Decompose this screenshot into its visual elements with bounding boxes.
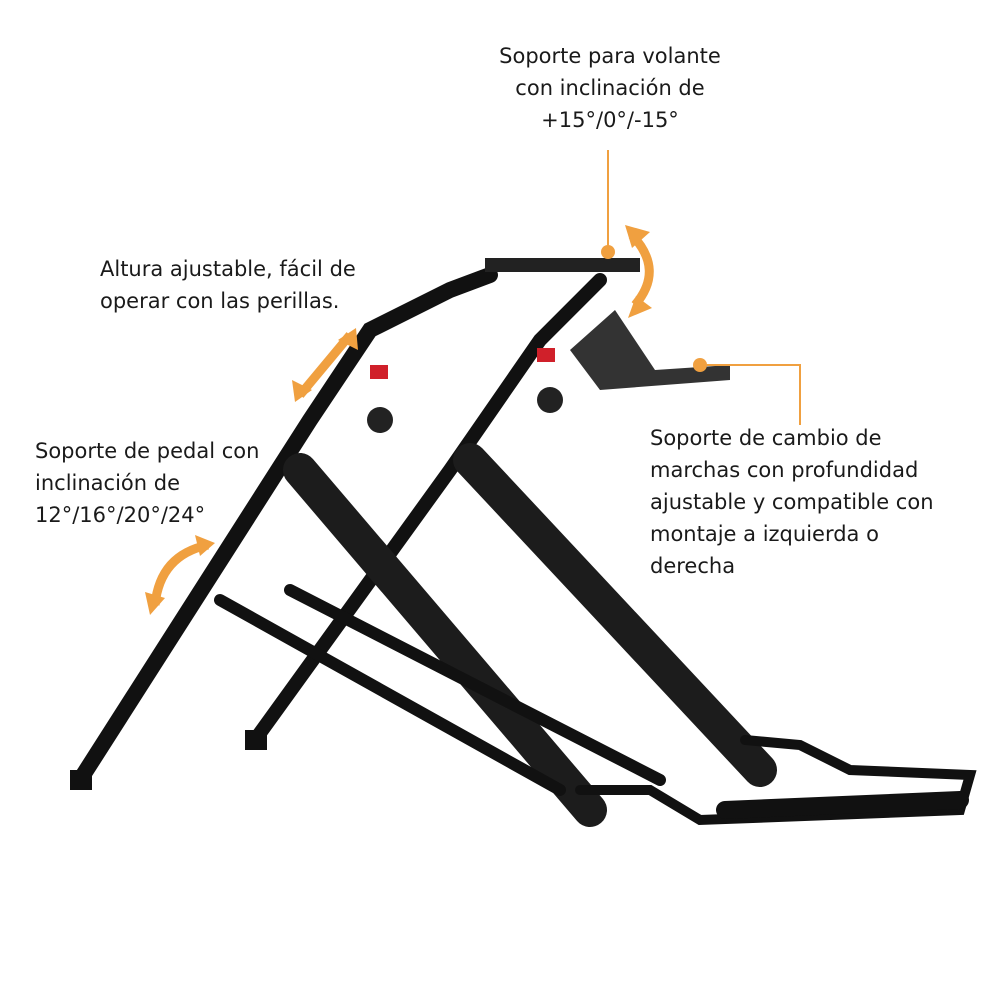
left-brace (283, 453, 607, 827)
height-collar-right (537, 348, 555, 362)
pedal-mount-label: Soporte de pedal con inclinación de 12°/… (35, 439, 260, 527)
pedal-tray (575, 735, 977, 826)
knob-right-icon (537, 387, 563, 413)
wheel-callout-dot (601, 245, 615, 259)
left-upright (72, 267, 498, 788)
height-arrow-icon (296, 332, 354, 398)
wheel-mount-label: Soporte para volante con inclinación de … (499, 44, 721, 132)
height-collar-left (370, 365, 388, 379)
height-label: Altura ajustable, fácil de operar con la… (100, 257, 356, 313)
lower-rail-2 (284, 584, 666, 786)
shifter-callout-dot (693, 358, 707, 372)
shifter-mount-label: Soporte de cambio de marchas con profund… (650, 426, 934, 578)
stand-frame (72, 267, 977, 827)
wheel-plate (485, 258, 640, 272)
right-upright (248, 273, 607, 747)
lower-rail-1 (214, 594, 566, 796)
foot-left (70, 770, 92, 790)
shifter-bracket (570, 310, 730, 390)
pedal-plate (716, 791, 969, 819)
callout-lines (607, 150, 801, 425)
right-brace (453, 443, 777, 787)
foot-right (245, 730, 267, 750)
knob-left-icon (367, 407, 393, 433)
